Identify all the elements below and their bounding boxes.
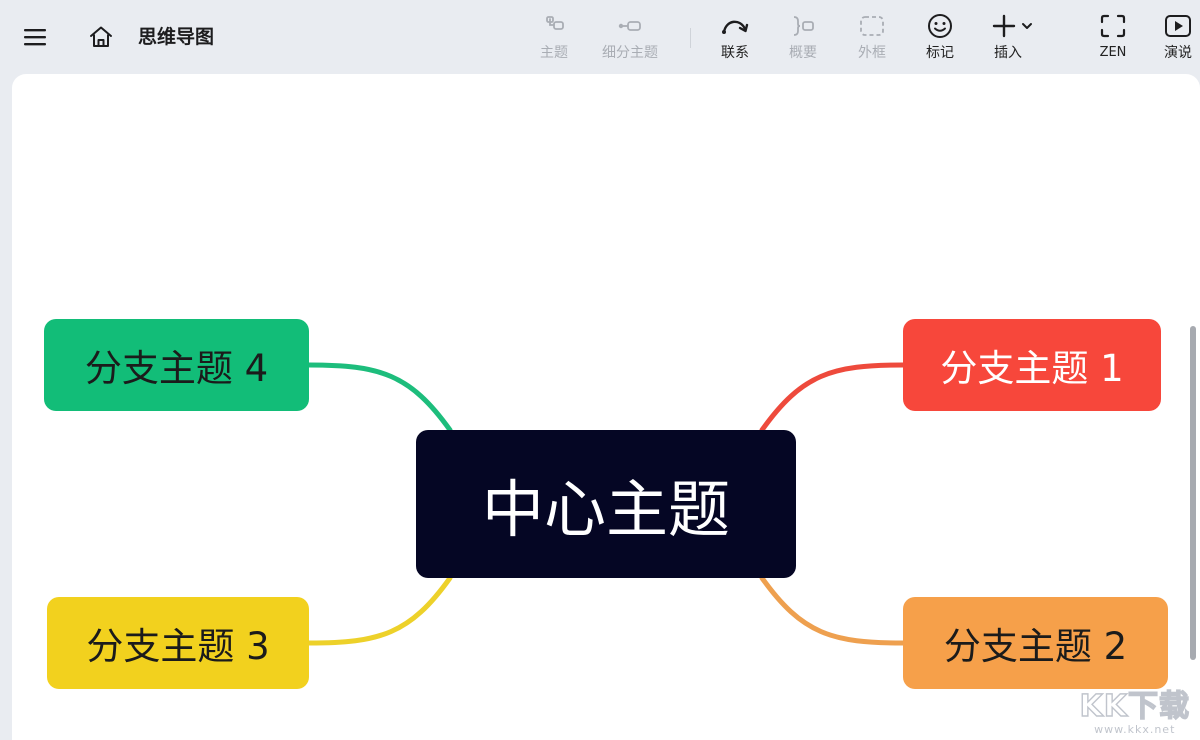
watermark: KK下载 www.kkx.net: [1079, 689, 1191, 736]
branch-topic-2-label: 分支主题 2: [943, 625, 1128, 668]
present-label: 演说: [1164, 45, 1192, 61]
relationship-button[interactable]: 联系: [720, 12, 750, 68]
mindmap-canvas[interactable]: 分支主题 4 分支主题 1 中心主题 分支主题 3 分支主题 2 KK下载 ww…: [12, 74, 1200, 740]
branch-topic-2[interactable]: 分支主题 2: [903, 597, 1168, 689]
branch-topic-4[interactable]: 分支主题 4: [44, 319, 309, 411]
marker-button[interactable]: 标记: [925, 12, 955, 68]
topic-icon: [539, 12, 569, 40]
branch-topic-1-label: 分支主题 1: [940, 347, 1124, 390]
connector-branch-2: [759, 575, 906, 646]
topic-label: 主题: [540, 45, 568, 61]
watermark-url-text: www.kkx.net: [1094, 723, 1176, 736]
zen-button[interactable]: ZEN: [1098, 12, 1128, 68]
vertical-scrollbar[interactable]: [1190, 326, 1196, 660]
central-topic[interactable]: 中心主题: [416, 430, 796, 578]
topic-button[interactable]: 主题: [539, 12, 569, 68]
subtopic-button[interactable]: 细分主题: [602, 12, 658, 68]
hamburger-menu-icon[interactable]: [22, 26, 48, 48]
connector-branch-1: [759, 362, 906, 433]
toolbar-divider: [690, 28, 691, 48]
document-title[interactable]: 思维导图: [138, 26, 215, 48]
insert-label: 插入: [994, 45, 1022, 61]
insert-button[interactable]: 插入: [990, 12, 1038, 68]
present-button[interactable]: 演说: [1163, 12, 1193, 68]
branch-topic-4-label: 分支主题 4: [84, 347, 269, 390]
smiley-icon: [925, 12, 955, 40]
connector-branch-4: [306, 362, 453, 433]
boundary-dashed-icon: [857, 12, 887, 40]
branch-topic-1[interactable]: 分支主题 1: [903, 319, 1161, 411]
plus-dropdown-icon: [990, 12, 1038, 40]
summary-label: 概要: [789, 45, 817, 61]
branch-topic-3[interactable]: 分支主题 3: [47, 597, 309, 689]
summary-button[interactable]: 概要: [788, 12, 818, 68]
boundary-button[interactable]: 外框: [857, 12, 887, 68]
relationship-label: 联系: [721, 45, 749, 61]
boundary-label: 外框: [858, 45, 886, 61]
zen-fullscreen-icon: [1098, 12, 1128, 40]
marker-label: 标记: [926, 45, 954, 61]
top-toolbar: 思维导图 主题 细分主题: [0, 0, 1200, 74]
branch-topic-3-label: 分支主题 3: [86, 625, 270, 668]
relationship-arrow-icon: [720, 12, 750, 40]
branch-connectors: [306, 362, 906, 646]
summary-brace-icon: [788, 12, 818, 40]
play-icon: [1163, 12, 1193, 40]
subtopic-icon: [615, 12, 645, 40]
connector-branch-3: [306, 575, 453, 646]
central-topic-label: 中心主题: [481, 473, 730, 546]
home-icon[interactable]: [88, 24, 114, 50]
zen-label: ZEN: [1099, 45, 1127, 60]
watermark-logo-text: KK下载: [1079, 689, 1190, 724]
subtopic-label: 细分主题: [602, 45, 658, 61]
